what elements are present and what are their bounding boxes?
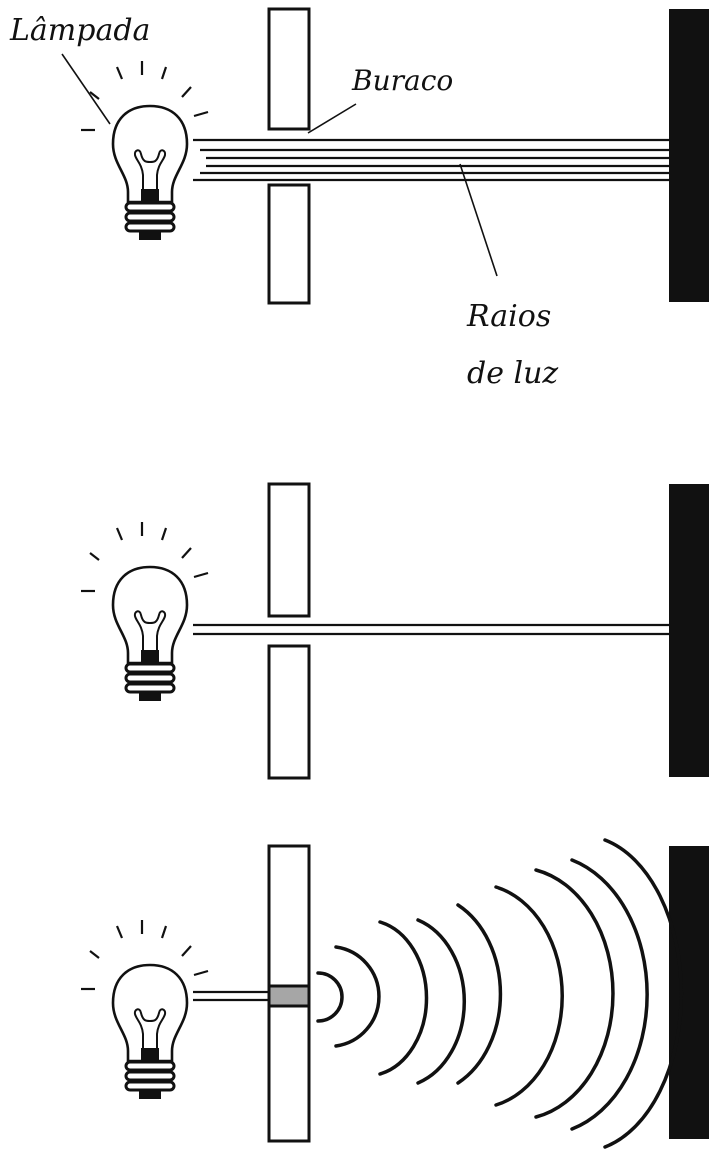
narrow-hole [270, 987, 308, 1005]
light-bulb-icon [79, 918, 210, 1101]
barrier-wall [267, 7, 311, 305]
barrier-wall [267, 482, 311, 780]
screen [669, 484, 709, 777]
rays-label-line1: Raios [466, 299, 551, 334]
barrier-wall [267, 844, 311, 1143]
light-bulb-icon [79, 520, 210, 703]
rays-label-line2: de luz [467, 356, 558, 391]
light-rays [193, 990, 269, 1002]
lamp-label: Lâmpada [9, 13, 150, 48]
panel-narrow-hole [79, 482, 709, 780]
hole-label: Buraco [351, 64, 453, 97]
screen [669, 9, 709, 302]
light-rays [193, 623, 669, 636]
panel-wide-hole: Lâmpada Buraco Raios de luz [9, 7, 709, 391]
light-bulb-icon [79, 59, 210, 242]
leader-lines [61, 53, 498, 277]
panel-diffraction [79, 838, 709, 1149]
diffraction-wavefronts [316, 838, 684, 1149]
screen [669, 846, 709, 1139]
light-rays [193, 138, 669, 182]
